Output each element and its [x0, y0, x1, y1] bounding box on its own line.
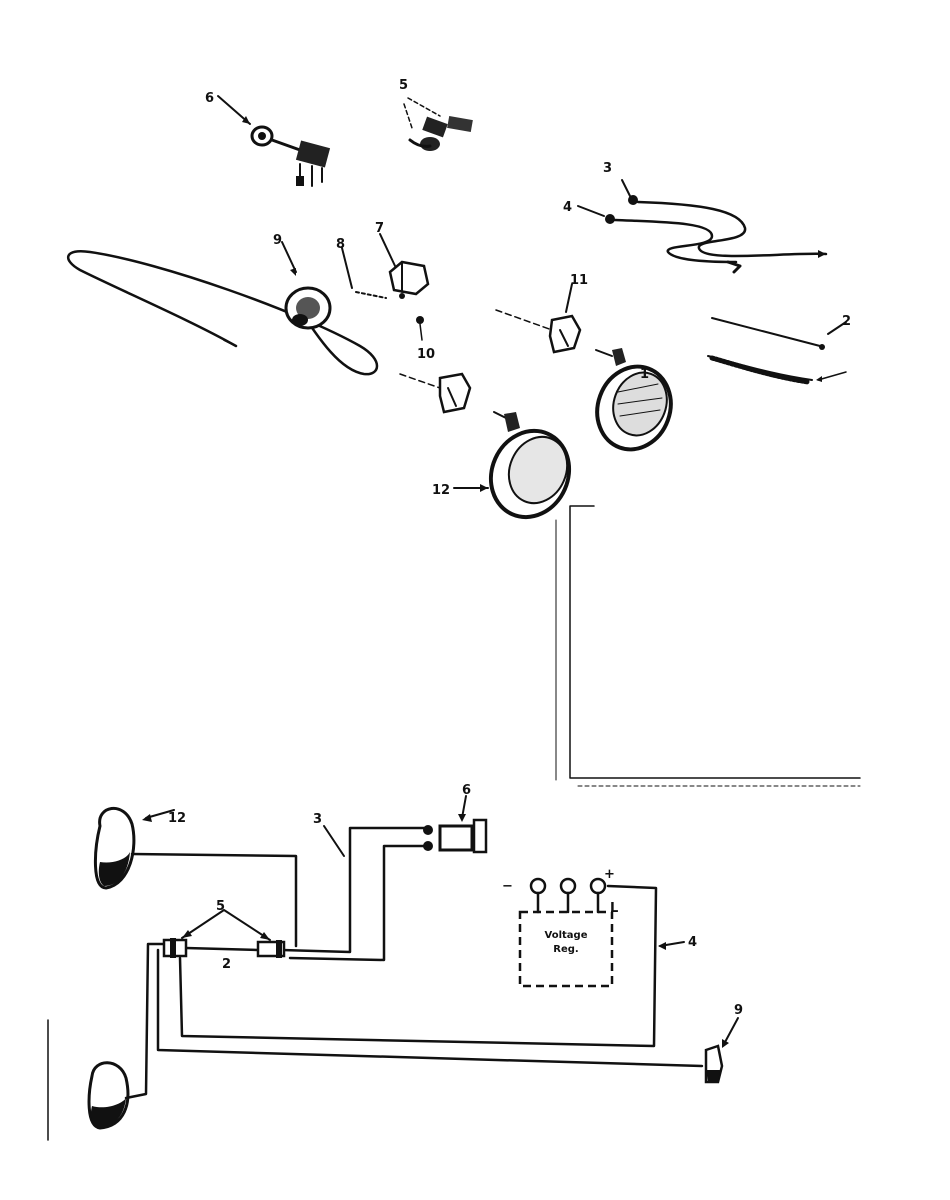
wiring-connectors: [162, 909, 286, 958]
taillight-part: [281, 241, 332, 330]
callout-12: 12: [432, 483, 450, 498]
callout-6: 6: [205, 91, 214, 106]
callout-12-wiring: 12: [168, 811, 186, 826]
callout-4: 4: [563, 200, 572, 215]
callout-9: 9: [273, 233, 282, 248]
callout-8: 8: [336, 237, 345, 252]
regulator-label-1: Voltage: [545, 930, 588, 941]
wiring-lines: [124, 826, 704, 1100]
mount-bracket-upper: [495, 283, 582, 354]
main-harness-loop: [67, 249, 379, 376]
callout-10: 10: [417, 347, 435, 362]
regulator-label-2: Reg.: [553, 944, 578, 955]
callout-9-wiring: 9: [734, 1003, 743, 1018]
headlight-upper: [595, 348, 673, 452]
callout-2: 2: [842, 314, 851, 329]
wiring-taillight: [704, 1017, 739, 1084]
callout-1: 1: [640, 367, 649, 382]
callout-5-wiring: 5: [216, 899, 225, 914]
bracket-part: [341, 233, 430, 341]
headlight-lower: [453, 411, 572, 520]
mount-bracket-lower: [399, 372, 472, 414]
callout-6-wiring: 6: [462, 783, 471, 798]
lead-wire-parts: [707, 317, 847, 385]
pointer-3: [323, 825, 345, 857]
connector-part: [403, 97, 473, 151]
callout-11: 11: [570, 273, 588, 288]
regulator-plus: +: [604, 867, 615, 882]
exploded-view: 1 2 3 4 5 6 7 8 9 10 11 12: [67, 78, 851, 520]
voltage-regulator: Voltage Reg. − + L: [502, 867, 618, 988]
callout-5: 5: [399, 78, 408, 93]
wiring-headlight-bottom: [87, 1061, 130, 1130]
light-switch-part: [217, 95, 331, 187]
callout-2-wiring: 2: [222, 957, 231, 972]
wiring-diagram: Voltage Reg. − + L 12 3 6 5 2 4 9: [47, 783, 743, 1141]
wiring-switch: [423, 795, 488, 854]
wiring-headlight-top: [93, 806, 175, 890]
regulator-terminal-l: L: [610, 901, 618, 916]
wire-harness-parts: [577, 179, 828, 274]
callout-3-wiring: 3: [313, 812, 322, 827]
callout-7: 7: [375, 221, 384, 236]
regulator-minus: −: [502, 879, 513, 894]
callout-3: 3: [603, 161, 612, 176]
callout-4-wiring: 4: [688, 935, 697, 950]
section-divider: [555, 505, 861, 787]
